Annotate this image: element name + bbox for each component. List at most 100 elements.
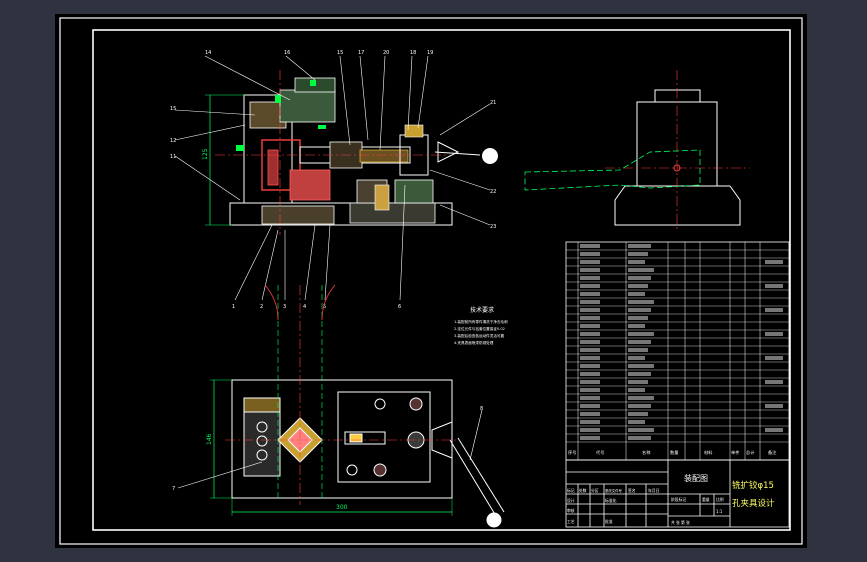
project-title-line1: 铣扩铰φ15: [732, 480, 774, 491]
bom-code-cell: [580, 412, 600, 416]
balloon: 17: [358, 50, 364, 56]
bom-name-cell: [628, 324, 645, 328]
bom-header-mass-total: 总计: [746, 449, 754, 456]
dim-width: 300: [336, 504, 348, 511]
balloon: 21: [490, 100, 496, 106]
bom-code-cell: [580, 292, 600, 296]
tech-req-line: 4.夹具表面喷漆防锈处理: [454, 340, 494, 345]
bom-header-name: 名称: [642, 449, 650, 456]
balloon: 5: [323, 304, 326, 310]
tb-label-date: 年月日: [648, 488, 660, 493]
bom-remark-cell: [765, 332, 783, 336]
bom-code-cell: [580, 356, 600, 360]
balloon: 12: [170, 138, 176, 144]
balloon: 7: [172, 486, 175, 492]
bom-name-cell: [628, 284, 648, 288]
balloon: 1: [232, 304, 235, 310]
bom-code-cell: [580, 260, 600, 264]
tb-label-ratio: 比例: [716, 497, 724, 502]
balloon: 16: [284, 50, 290, 56]
bom-code-cell: [580, 396, 600, 400]
project-title-line2: 孔夹具设计: [732, 498, 775, 509]
bom-name-cell: [628, 332, 654, 336]
bom-name-cell: [628, 244, 651, 248]
tech-req-line: 2.定位元件与钻套位置保证0.02: [454, 326, 505, 331]
balloon: 11: [170, 154, 176, 160]
balloon-labels-front: 14 16 15 17 20 18 19 15 12 11 21 22 23 1…: [170, 50, 496, 492]
tb-label-change: 更改文件号: [605, 488, 623, 493]
bom-code-cell: [580, 436, 600, 440]
bom-code-cell: [580, 300, 600, 304]
leaders-front: [174, 55, 491, 301]
bom-name-cell: [628, 308, 651, 312]
bom-code-cell: [580, 284, 600, 288]
bom-code-cell: [580, 428, 600, 432]
bom-name-cell: [628, 372, 651, 376]
tb-label-weight: 重量: [702, 497, 710, 502]
bom-code-cell: [580, 332, 600, 336]
tech-requirements: 技术要求 1.装配前所有零件清洗干净去毛刺 2.定位元件与钻套位置保证0.02 …: [454, 306, 508, 345]
bom-code-cell: [580, 388, 600, 392]
bom-remark-cell: [765, 356, 783, 360]
bom-remark-cell: [765, 428, 783, 432]
tech-req-line: 1.装配前所有零件清洗干净去毛刺: [454, 319, 508, 324]
bom-header-mass-single: 单件: [731, 449, 739, 456]
bom-name-cell: [628, 404, 651, 408]
bom-header-code: 代号: [596, 449, 604, 456]
bom-name-cell: [628, 364, 654, 368]
bom-name-cell: [628, 396, 654, 400]
balloon: 22: [490, 189, 496, 195]
balloon: 2: [260, 304, 263, 310]
bom-code-cell: [580, 420, 600, 424]
title-block-text: 装配图 铣扩铰φ15 孔夹具设计 1:1 标记 处数 分区 更改文件号 签名 年…: [567, 473, 775, 525]
balloon: 3: [283, 304, 286, 310]
tb-label-review: 审核: [567, 508, 575, 513]
bom-code-cell: [580, 308, 600, 312]
bom-remark-cell: [765, 284, 783, 288]
dim-height: 125: [202, 148, 209, 160]
top-view: [177, 284, 505, 528]
tb-label-count: 处数: [579, 488, 587, 493]
tb-label-standard: 标准化: [605, 498, 617, 503]
bom-code-cell: [580, 316, 600, 320]
bom-name-cell: [628, 292, 645, 296]
side-view: [524, 70, 750, 232]
bom-name-cell: [628, 348, 648, 352]
bom-name-cell: [628, 252, 648, 256]
bom-code-cell: [580, 244, 600, 248]
bom-code-cell: [580, 268, 600, 272]
balloon: 15: [170, 106, 176, 112]
dim-depth: 146: [206, 433, 213, 445]
bom-name-cell: [628, 268, 654, 272]
balloon: 20: [383, 50, 389, 56]
balloon: 14: [205, 50, 211, 56]
bom-name-cell: [628, 428, 654, 432]
balloon: 4: [303, 304, 306, 310]
bom-name-cell: [628, 300, 654, 304]
bom-table: 序号代号名称数量材料单件总计备注: [565, 241, 790, 461]
tb-label-stage: 阶段标记: [671, 497, 686, 502]
tb-label-sheets: 共 张 第 张: [671, 520, 690, 525]
bom-header-seq: 序号: [568, 449, 576, 456]
bom-remark-cell: [765, 260, 783, 264]
tb-label-sign: 签名: [628, 488, 636, 493]
bom-code-cell: [580, 380, 600, 384]
tech-req-title: 技术要求: [470, 306, 494, 314]
bom-header-material: 材料: [704, 449, 713, 456]
balloon: 23: [490, 224, 496, 230]
bom-header-remark: 备注: [768, 449, 777, 456]
bom-code-cell: [580, 372, 600, 376]
bom-remark-cell: [765, 380, 783, 384]
bom-code-cell: [580, 364, 600, 368]
bom-name-cell: [628, 316, 648, 320]
balloon: 18: [410, 50, 416, 56]
bom-remark-cell: [765, 308, 783, 312]
tech-req-line: 3.装配后检查各运动件灵活可靠: [454, 333, 505, 338]
bom-name-cell: [628, 380, 648, 384]
inner-frame: [92, 29, 791, 531]
drawing-name: 装配图: [684, 473, 708, 483]
bom-code-cell: [580, 404, 600, 408]
bom-code-cell: [580, 348, 600, 352]
